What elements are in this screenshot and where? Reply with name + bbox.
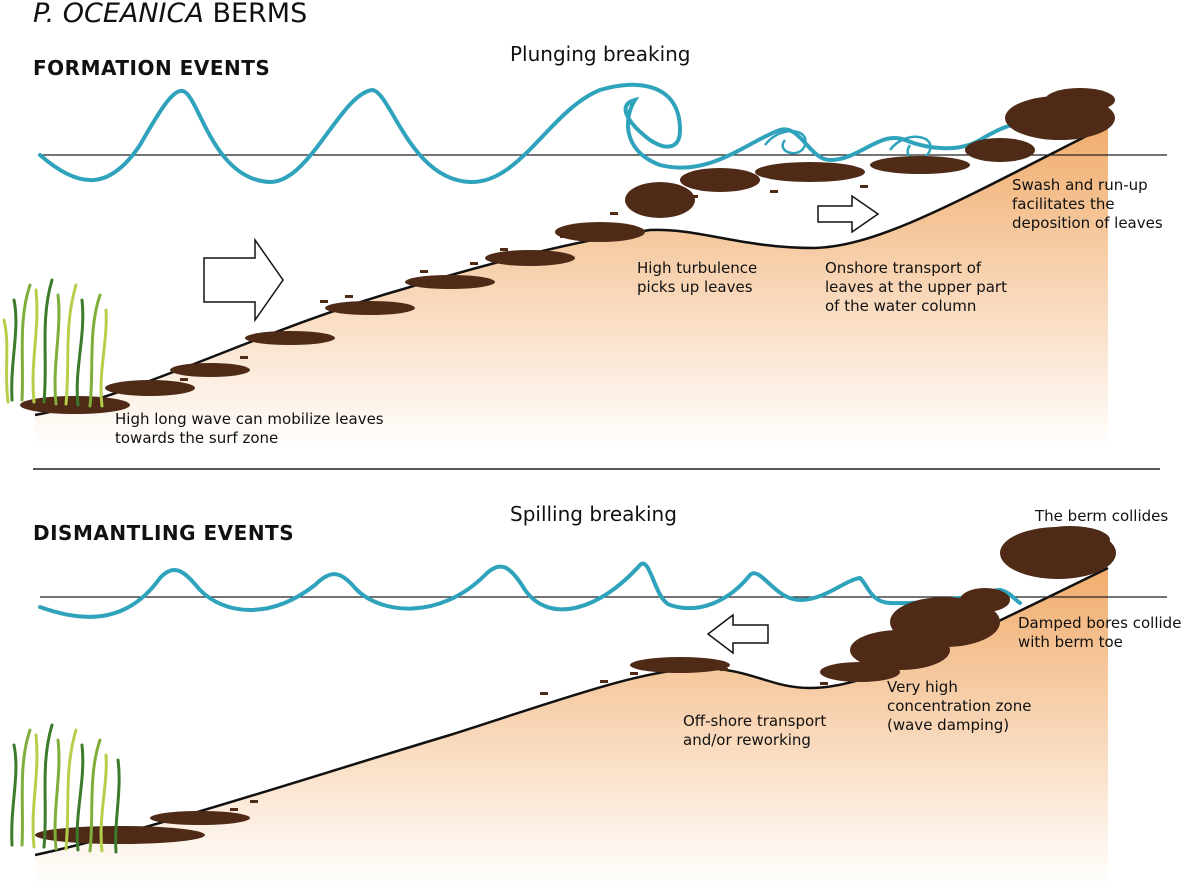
note-berm-collides: The berm collides — [1034, 507, 1168, 525]
formation-sand — [35, 125, 1108, 450]
note-offshore-transport: Off-shore transport and/or reworking — [683, 712, 831, 749]
formation-turbulence-curl — [764, 129, 807, 155]
formation-panel: FORMATION EVENTS Plunging breaking — [2, 42, 1167, 450]
offshore-arrow — [706, 613, 769, 655]
plunging-breaking-label: Plunging breaking — [510, 42, 691, 66]
onshore-arrow-small — [817, 194, 880, 234]
formation-leaves — [20, 88, 1115, 414]
diagram-title: P. OCEANICA BERMS — [33, 0, 307, 29]
formation-seagrass — [2, 278, 108, 408]
note-high-concentration: Very high concentration zone (wave dampi… — [887, 678, 1036, 734]
formation-turbulence-curl — [889, 135, 932, 161]
spilling-breaking-label: Spilling breaking — [510, 502, 677, 526]
note-swash: Swash and run-up facilitates the deposit… — [1012, 176, 1163, 232]
note-long-wave: High long wave can mobilize leaves towar… — [115, 410, 388, 447]
formation-heading: FORMATION EVENTS — [33, 56, 270, 80]
dismantling-panel: DISMANTLING EVENTS Spilling breaking — [10, 502, 1186, 886]
dismantling-sand — [35, 568, 1108, 886]
onshore-arrow-large — [203, 237, 284, 323]
formation-wave — [38, 82, 1017, 185]
dismantling-leaves — [35, 526, 1116, 844]
formation-leaf-flecks — [180, 185, 868, 381]
dismantling-wave — [38, 561, 1022, 619]
dismantling-seagrass — [10, 723, 121, 854]
dismantling-leaf-flecks — [230, 668, 828, 811]
note-damped-bores: Damped bores collide with berm toe — [1018, 614, 1186, 651]
note-turbulence: High turbulence picks up leaves — [637, 259, 762, 296]
note-onshore-transport: Onshore transport of leaves at the upper… — [825, 259, 1012, 315]
dismantling-heading: DISMANTLING EVENTS — [33, 521, 294, 545]
